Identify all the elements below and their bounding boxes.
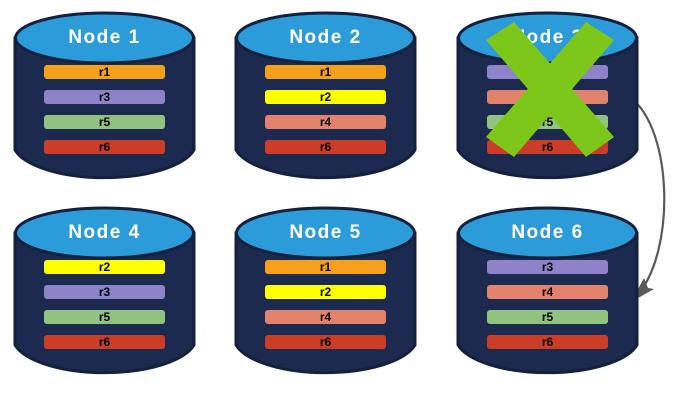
node-1-replica-3[interactable]: r6 — [44, 140, 165, 154]
node-5-replica-2[interactable]: r4 — [265, 310, 386, 324]
node-6-replica-list: r3 r4 r5 r6 — [487, 260, 608, 360]
node-2-replica-list: r1 r2 r4 r6 — [265, 65, 386, 165]
node-4-replica-list: r2 r3 r5 r6 — [44, 260, 165, 360]
node-4-replica-0[interactable]: r2 — [44, 260, 165, 274]
node-2-replica-1[interactable]: r2 — [265, 90, 386, 104]
node-5-replica-list: r1 r2 r4 r6 — [265, 260, 386, 360]
node-3[interactable]: Node 3 r3 r4 r5 r6 — [455, 10, 640, 185]
node-3-replica-0[interactable]: r3 — [487, 65, 608, 79]
node-1[interactable]: Node 1 r1 r3 r5 r6 — [12, 10, 197, 185]
node-5-replica-3[interactable]: r6 — [265, 335, 386, 349]
node-3-replica-1[interactable]: r4 — [487, 90, 608, 104]
node-4-replica-2[interactable]: r5 — [44, 310, 165, 324]
node-2-replica-3[interactable]: r6 — [265, 140, 386, 154]
node-4[interactable]: Node 4 r2 r3 r5 r6 — [12, 205, 197, 380]
node-5-replica-1[interactable]: r2 — [265, 285, 386, 299]
node-2-replica-2[interactable]: r4 — [265, 115, 386, 129]
node-6-replica-0[interactable]: r3 — [487, 260, 608, 274]
node-1-replica-2[interactable]: r5 — [44, 115, 165, 129]
node-6-replica-1[interactable]: r4 — [487, 285, 608, 299]
node-3-replica-2[interactable]: r5 — [487, 115, 608, 129]
node-1-replica-list: r1 r3 r5 r6 — [44, 65, 165, 165]
node-6-replica-2[interactable]: r5 — [487, 310, 608, 324]
node-2[interactable]: Node 2 r1 r2 r4 r6 — [233, 10, 418, 185]
node-3-replica-list: r3 r4 r5 r6 — [487, 65, 608, 165]
node-4-replica-3[interactable]: r6 — [44, 335, 165, 349]
node-3-replica-3[interactable]: r6 — [487, 140, 608, 154]
node-1-replica-0[interactable]: r1 — [44, 65, 165, 79]
node-6[interactable]: Node 6 r3 r4 r5 r6 — [455, 205, 640, 380]
node-2-replica-0[interactable]: r1 — [265, 65, 386, 79]
node-4-replica-1[interactable]: r3 — [44, 285, 165, 299]
node-1-replica-1[interactable]: r3 — [44, 90, 165, 104]
node-5[interactable]: Node 5 r1 r2 r4 r6 — [233, 205, 418, 380]
node-5-replica-0[interactable]: r1 — [265, 260, 386, 274]
node-6-replica-3[interactable]: r6 — [487, 335, 608, 349]
